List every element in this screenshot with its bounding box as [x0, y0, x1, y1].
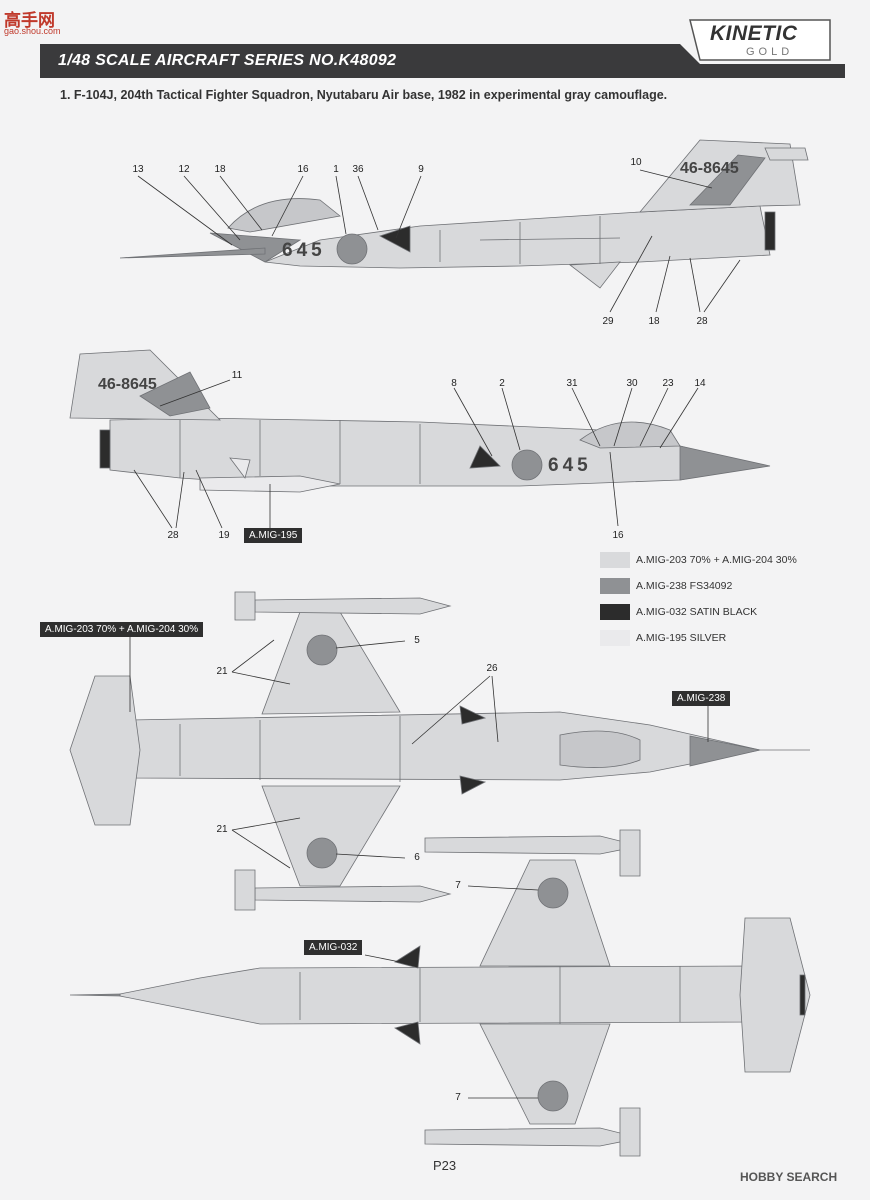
- callout-label: 16: [297, 164, 309, 175]
- kinetic-logo: KINETIC GOLD: [690, 20, 830, 66]
- callout-label: 19: [218, 530, 230, 541]
- nose-number: 645: [282, 240, 326, 261]
- callout-label: 28: [696, 316, 708, 327]
- callout-label: 36: [352, 164, 364, 175]
- legend-swatch: [600, 578, 630, 594]
- side-view-right: [69, 349, 771, 493]
- legend-label: A.MIG-195 SILVER: [636, 632, 727, 644]
- nose-number: 645: [548, 455, 592, 476]
- side-view-left: [119, 139, 809, 289]
- legend-label: A.MIG-032 SATIN BLACK: [636, 606, 758, 618]
- paint-tag: A.MIG-195: [244, 528, 303, 543]
- legend-swatch: [600, 630, 630, 646]
- callout-label: 28: [167, 530, 179, 541]
- callout-label: 9: [418, 164, 424, 175]
- callout-label: 29: [602, 316, 614, 327]
- callout-label: 21: [216, 824, 228, 835]
- callout-label: 18: [648, 316, 660, 327]
- tail-number: 46-8645: [98, 376, 157, 393]
- logo-sub: GOLD: [746, 46, 794, 58]
- bottom-view: [69, 829, 811, 1157]
- header-bar: [40, 44, 845, 78]
- hobby-search-text: HOBBY SEARCH: [740, 1170, 838, 1184]
- callout-label: 31: [566, 378, 578, 389]
- hobby-search-logo: HOBBY SEARCH: [740, 1170, 837, 1184]
- watermark-chars: 高手网: [4, 11, 55, 31]
- tail-number: 46-8645: [680, 160, 739, 177]
- callout-label: 7: [455, 1092, 461, 1103]
- paint-tag: A.MIG-238: [672, 691, 731, 706]
- callout-label: 18: [214, 164, 226, 175]
- paint-tag: A.MIG-203 70% + A.MIG-204 30%: [40, 622, 204, 637]
- scheme-caption: 1. F-104J, 204th Tactical Fighter Squadr…: [60, 88, 668, 102]
- callout-label: 1: [333, 164, 339, 175]
- callout-label: 12: [178, 164, 190, 175]
- legend-swatch: [600, 552, 630, 568]
- callout-label: 7: [455, 880, 461, 891]
- callout-label: 26: [486, 663, 498, 674]
- watermark-logo: 高手网 gao.shou.com: [4, 6, 74, 38]
- callout-label: 2: [499, 378, 505, 389]
- leader-lines: [129, 169, 741, 1099]
- callout-label: 11: [231, 370, 243, 381]
- callout-label: 30: [626, 378, 638, 389]
- watermark-url: gao.shou.com: [4, 26, 61, 36]
- callout-label: 21: [216, 666, 228, 677]
- callout-label: 10: [630, 157, 642, 168]
- callout-label: 14: [694, 378, 706, 389]
- callout-label: 6: [414, 852, 420, 863]
- callout-label: 8: [451, 378, 457, 389]
- top-view: [69, 591, 810, 911]
- callout-label: 5: [414, 635, 420, 646]
- logo-badge: [689, 19, 831, 61]
- callout-label: 16: [612, 530, 624, 541]
- page-number: P23: [433, 1158, 457, 1173]
- callout-label: 23: [662, 378, 674, 389]
- logo-main: KINETIC: [710, 22, 798, 45]
- series-title: 1/48 SCALE AIRCRAFT SERIES NO.K48092: [58, 52, 397, 69]
- legend-swatch: [600, 604, 630, 620]
- paint-tag: A.MIG-032: [304, 940, 363, 955]
- callout-label: 13: [132, 164, 144, 175]
- legend-label: A.MIG-203 70% + A.MIG-204 30%: [636, 554, 797, 566]
- legend-label: A.MIG-238 FS34092: [636, 580, 733, 592]
